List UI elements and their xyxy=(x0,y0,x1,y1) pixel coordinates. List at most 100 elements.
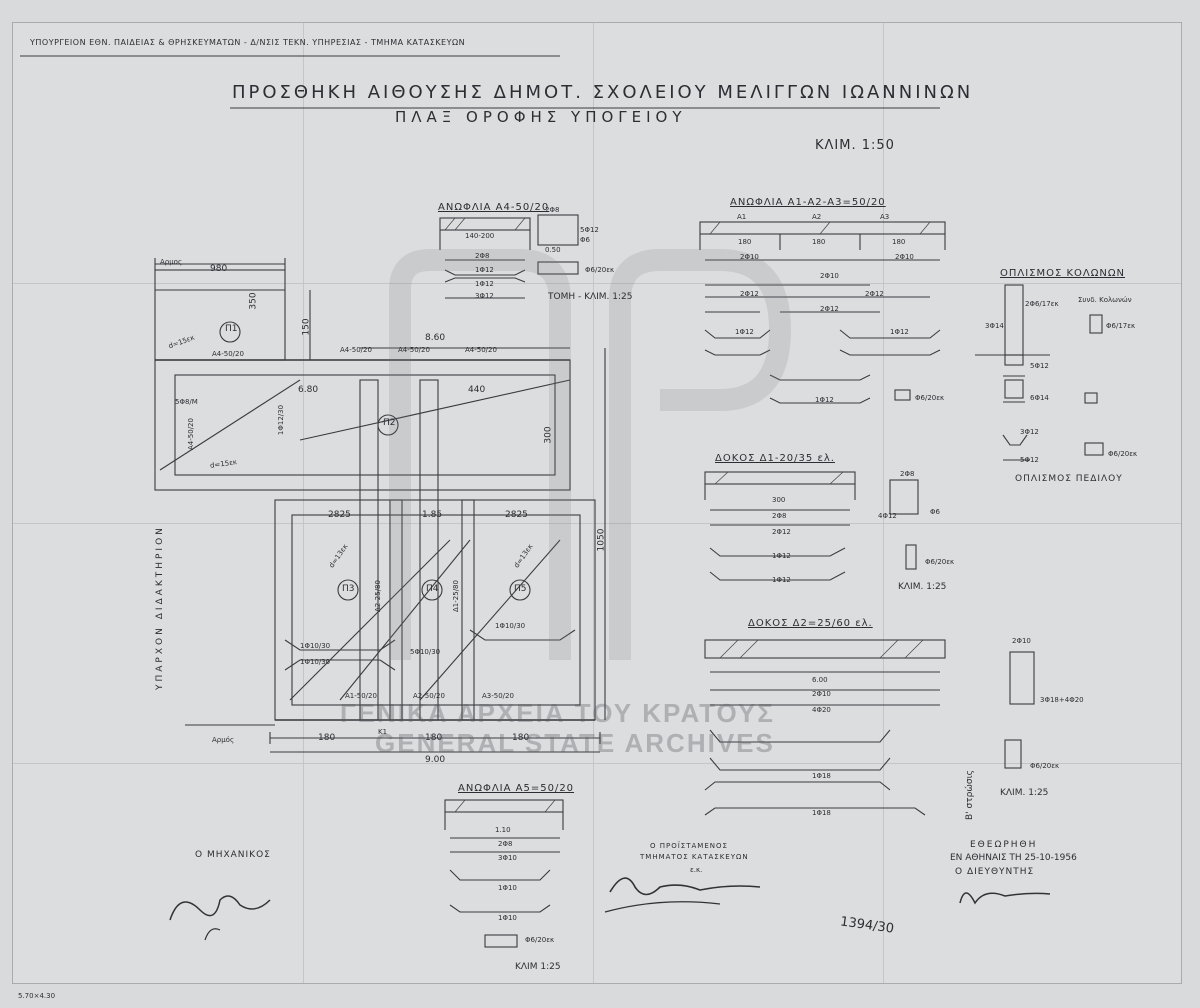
engineer-signature xyxy=(169,895,271,941)
beam-a4-2: Α4-50/20 xyxy=(398,346,430,354)
detail-a5-scale: ΚΛΙΜ 1:25 xyxy=(515,962,561,972)
detail-a4-b6: 3Φ12 xyxy=(475,292,494,300)
dim-150: 150 xyxy=(301,318,312,336)
slab-p2: Π2 xyxy=(383,418,396,428)
beam-d1-scale: ΚΛΙΜ. 1:25 xyxy=(898,582,947,592)
columns-heading: ΟΠΛΙΣΜΟΣ ΚΟΛΩΝΩΝ xyxy=(1000,268,1126,279)
detail-a123-r5: 2Φ12 xyxy=(865,290,884,298)
detail-a123-heading: ΑΝΩΦΛΙΑ Α1-Α2-Α3=50/20 xyxy=(730,197,886,208)
col-c1: 2Φ6/17εκ xyxy=(1025,300,1059,308)
detail-a4-b4: 1Φ12 xyxy=(475,266,494,274)
dim-350: 350 xyxy=(248,292,259,310)
dim-680: 6.80 xyxy=(298,385,319,395)
beam-a4-3: Α4-50/20 xyxy=(465,346,497,354)
col-c6: 6Φ14 xyxy=(1030,394,1049,402)
beam-d1-sec-c: Φ6 xyxy=(930,508,940,516)
dim-180-b: 180 xyxy=(425,733,443,743)
beam-d2-stirrup: Φ6/20εκ xyxy=(1030,762,1060,770)
column-k1: Κ1 xyxy=(378,728,388,736)
col-c7: 3Φ12 xyxy=(1020,428,1039,436)
beam-d1-heading: ΔΟΚΟΣ Δ1-20/35 ελ. xyxy=(715,453,835,464)
dim-440: 440 xyxy=(468,385,486,395)
chief-label-1: Ο ΠΡΟΪΣΤΑΜΕΝΟΣ xyxy=(650,842,728,850)
detail-a4-heading: ΑΝΩΦΛΙΑ Α4-50/20 xyxy=(438,202,550,213)
detail-a5-stirrup: Φ6/20εκ xyxy=(525,936,555,944)
review-label-2: ΕΝ ΑΘΗΝΑΙΣ ΤΗ 25-10-1956 xyxy=(950,853,1077,863)
col-c4: Φ6/17εκ xyxy=(1106,322,1136,330)
review-label-3: Ο ΔΙΕΥΘΥΝΤΗΣ xyxy=(955,867,1035,877)
dim-2825-left: 2825 xyxy=(328,510,351,520)
director-signature xyxy=(959,892,1051,905)
slab-p5: Π5 xyxy=(514,584,527,594)
detail-a5-r2: 3Φ10 xyxy=(498,854,517,862)
beam-d1-length: 300 xyxy=(772,496,786,504)
dim-860: 8.60 xyxy=(425,333,446,343)
detail-a4-top: 2Φ8 xyxy=(545,206,560,214)
beam-d2-length: 6.00 xyxy=(812,676,828,684)
beam-d2-r3: 1Φ18 xyxy=(812,772,831,780)
drawing-scale: ΚΛΙΜ. 1:50 xyxy=(815,138,895,153)
col-c3: Συνδ. Κολωνών xyxy=(1078,296,1132,304)
col-c8: 5Φ12 xyxy=(1020,456,1039,464)
existing-building-label: ΥΠΑΡΧΟΝ ΔΙΔΑΚΤΗΡΙΟΝ xyxy=(155,525,165,690)
dim-900: 9.00 xyxy=(425,755,446,765)
detail-a123-s2: 180 xyxy=(812,238,826,246)
slab-p4: Π4 xyxy=(426,584,439,594)
beam-d1-sec-top: 2Φ8 xyxy=(900,470,915,478)
bar-1f10-a: 1Φ10/30 xyxy=(300,642,331,650)
bar-1f10-b: 1Φ10/30 xyxy=(300,658,331,666)
bar-1f12: 1Φ12/30 xyxy=(277,404,286,436)
beam-d2-r1: 2Φ10 xyxy=(812,690,831,698)
beam-d2-sec-a: 2Φ10 xyxy=(1012,637,1031,645)
drawing-title: ΠΡΟΣΘΗΚΗ ΑΙΘΟΥΣΗΣ ΔΗΜΟΤ. ΣΧΟΛΕΙΟΥ ΜΕΛΙΓΓ… xyxy=(232,82,974,103)
beam-d1-stirrup: Φ6/20εκ xyxy=(925,558,955,566)
chief-label-3: ε.κ. xyxy=(690,866,703,874)
detail-a123-s3: 180 xyxy=(892,238,906,246)
beam-d1-r1: 2Φ8 xyxy=(772,512,787,520)
detail-a123-stirrup: Φ6/20εκ xyxy=(915,394,945,402)
detail-a4-width: 0.50 xyxy=(545,246,561,254)
detail-a123-a3: Α3 xyxy=(880,213,890,221)
beam-d2-scale: ΚΛΙΜ. 1:25 xyxy=(1000,788,1049,798)
detail-a123-r3: 2Φ10 xyxy=(895,253,914,261)
corner-note: 5.70×4.30 xyxy=(18,992,56,1000)
bar-5f10: 5Φ10/30 xyxy=(410,648,441,656)
detail-a4-b2: Φ6 xyxy=(580,236,590,244)
detail-a4-stirrup: Φ6/20εκ xyxy=(585,266,615,274)
footing-heading: ΟΠΛΙΣΜΟΣ ΠΕΔΙΛΟΥ xyxy=(1015,474,1123,484)
detail-a5-r1: 2Φ8 xyxy=(498,840,513,848)
col-c9: Φ6/20εκ xyxy=(1108,450,1138,458)
dim-980: 980 xyxy=(210,264,228,274)
slab-p1: Π1 xyxy=(225,324,238,334)
dim-300: 300 xyxy=(543,426,554,444)
beam-d1-label: Δ1-25/80 xyxy=(451,580,460,612)
beam-a4-vertical: Α4-50/20 xyxy=(186,418,195,450)
detail-a5-span: 1.10 xyxy=(495,826,511,834)
detail-a123-r1: 2Φ10 xyxy=(740,253,759,261)
beam-d2-heading: ΔΟΚΟΣ Δ2=25/60 ελ. xyxy=(748,618,873,629)
beam-d1-r4: 1Φ12 xyxy=(772,576,791,584)
dim-2825-right: 2825 xyxy=(505,510,528,520)
detail-a123-r8: 1Φ12 xyxy=(890,328,909,336)
beam-d1-r3: 1Φ12 xyxy=(772,552,791,560)
detail-a4-section: ΤΟΜΗ - ΚΛΙΜ. 1:25 xyxy=(548,292,633,302)
beam-d1-sec-b: 4Φ12 xyxy=(878,512,897,520)
detail-a123-a2: Α2 xyxy=(812,213,822,221)
col-c5: 5Φ12 xyxy=(1030,362,1049,370)
watermark-line-1: ΓΕΝΙΚΑ ΑΡΧΕΙΑ ΤΟΥ ΚΡΑΤΟΥΣ xyxy=(340,698,775,728)
beam-a2: Α2-50/20 xyxy=(413,692,445,700)
dim-180-c: 180 xyxy=(512,733,530,743)
detail-a123-r4: 2Φ12 xyxy=(740,290,759,298)
beam-d2-label: Δ2-25/80 xyxy=(373,580,382,612)
detail-a123-r7: 1Φ12 xyxy=(735,328,754,336)
slab-p3: Π3 xyxy=(342,584,355,594)
detail-a123-s1: 180 xyxy=(738,238,752,246)
review-label-1: ΕΘΕΩΡΗΘΗ xyxy=(970,840,1038,850)
dim-185: 1.85 xyxy=(422,510,443,520)
bar-1f10-c: 1Φ10/30 xyxy=(495,622,526,630)
detail-a5-heading: ΑΝΩΦΛΙΑ Α5=50/20 xyxy=(458,783,575,794)
col-c2: 3Φ14 xyxy=(985,322,1004,330)
joint-top-label: Αρμος xyxy=(160,258,183,266)
detail-a123-r9: 1Φ12 xyxy=(815,396,834,404)
